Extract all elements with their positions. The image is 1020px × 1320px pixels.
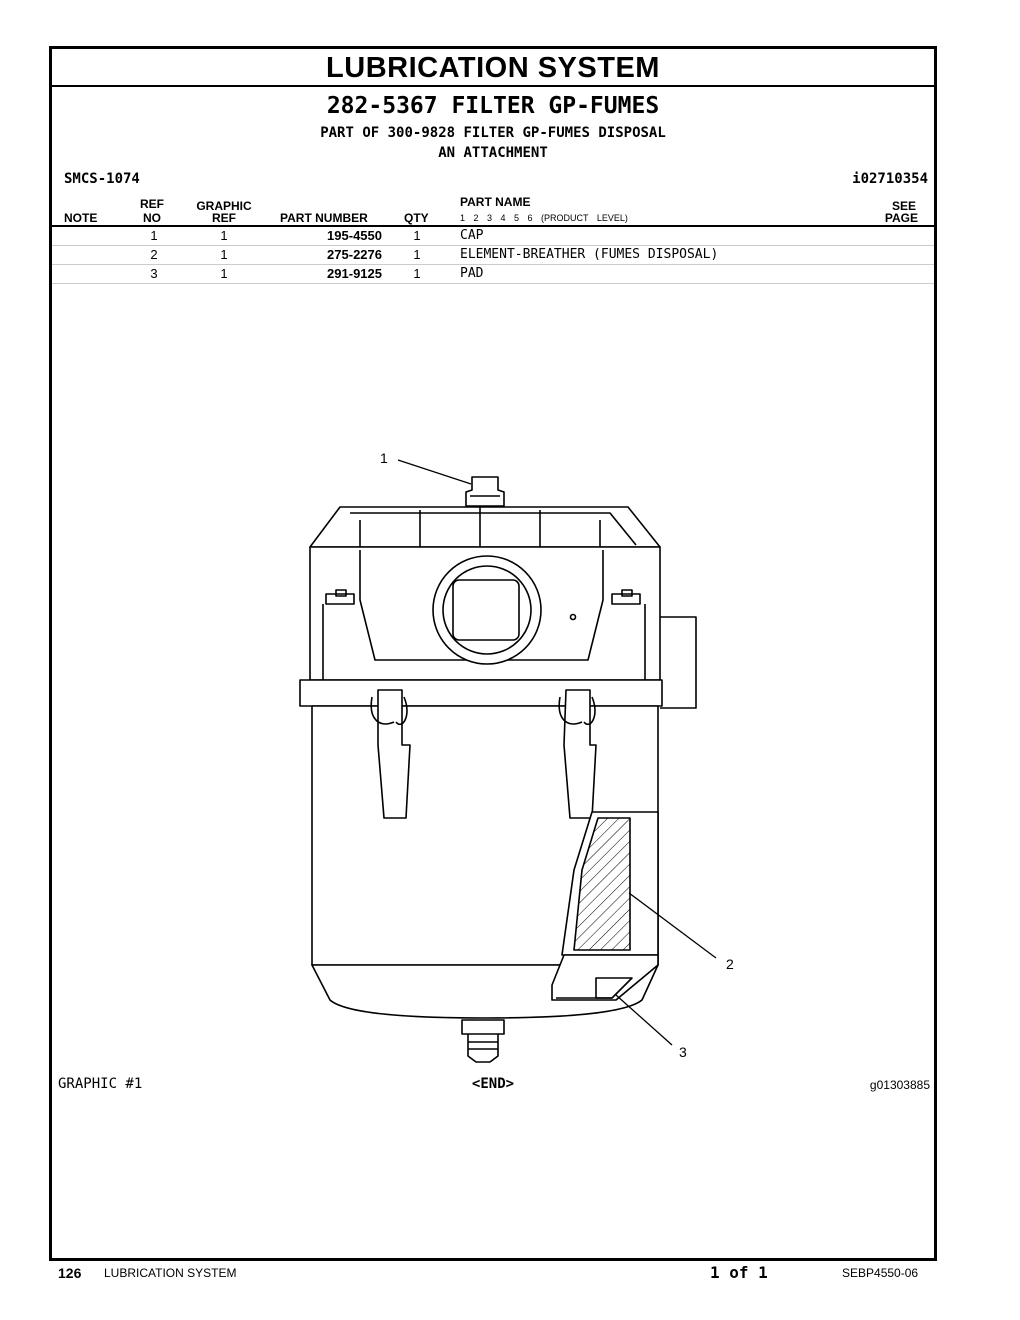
- section-title: LUBRICATION SYSTEM: [52, 49, 934, 87]
- graphic-label: GRAPHIC #1: [58, 1076, 143, 1092]
- cell-ref: 3: [150, 266, 158, 281]
- cap-part: [465, 476, 505, 507]
- header-product-levels: 1 2 3 4 5 6 (PRODUCT LEVEL): [460, 213, 628, 223]
- header-part-number: PART NUMBER: [280, 211, 368, 225]
- header-part-name: PART NAME: [460, 195, 531, 209]
- table-row: 1 1 195-4550 1 CAP: [52, 227, 934, 246]
- footer-doc-id: SEBP4550-06: [842, 1266, 919, 1280]
- callout-2: 2: [726, 956, 734, 972]
- footer-page-of: 1 of 1: [710, 1263, 768, 1282]
- header-ref-top: REF: [140, 197, 164, 211]
- parts-table-header: NOTE REF NO GRAPHIC REF PART NUMBER QTY …: [52, 195, 934, 227]
- callout-3: 3: [679, 1044, 687, 1060]
- cell-part-number: 291-9125: [327, 266, 382, 281]
- header-see-bottom: PAGE: [884, 211, 918, 225]
- header-qty: QTY: [404, 211, 429, 225]
- end-label: <END>: [471, 1076, 515, 1092]
- footer-section: LUBRICATION SYSTEM: [104, 1266, 237, 1280]
- group-subtitle-1: PART OF 300-9828 FILTER GP-FUMES DISPOSA…: [320, 125, 666, 141]
- table-row: 3 1 291-9125 1 PAD: [52, 265, 934, 284]
- header-note: NOTE: [64, 211, 98, 225]
- footer-page-number: 126: [58, 1265, 82, 1281]
- header-graphic-bottom: REF: [212, 211, 236, 225]
- cell-qty: 1: [413, 266, 421, 281]
- cell-part-name: ELEMENT-BREATHER (FUMES DISPOSAL): [460, 247, 719, 262]
- callout-1: 1: [380, 450, 388, 466]
- page-frame: LUBRICATION SYSTEM 282-5367 FILTER GP-FU…: [49, 46, 937, 1261]
- leader-1: [397, 459, 472, 485]
- cell-part-number: 275-2276: [327, 247, 382, 262]
- smcs-code: SMCS-1074: [64, 171, 140, 187]
- header-see-top: SEE: [891, 199, 916, 213]
- leader-3: [615, 994, 673, 1046]
- graphic-id: g01303885: [869, 1078, 930, 1092]
- header-ref-bottom: NO: [143, 211, 161, 225]
- group-title: 282-5367 FILTER GP-FUMES: [326, 93, 660, 119]
- table-row: 2 1 275-2276 1 ELEMENT-BREATHER (FUMES D…: [52, 246, 934, 265]
- header-graphic-top: GRAPHIC: [196, 199, 252, 213]
- cell-qty: 1: [413, 228, 421, 243]
- cell-graphic: 1: [220, 247, 228, 262]
- cell-ref: 2: [150, 247, 158, 262]
- cell-graphic: 1: [220, 228, 228, 243]
- cell-part-number: 195-4550: [327, 228, 382, 243]
- leader-2: [628, 892, 717, 959]
- cell-qty: 1: [413, 247, 421, 262]
- illustration-id: i02710354: [852, 171, 928, 187]
- cell-graphic: 1: [220, 266, 228, 281]
- cell-ref: 1: [150, 228, 158, 243]
- group-subtitle-2: AN ATTACHMENT: [438, 145, 548, 161]
- cell-part-name: CAP: [460, 228, 484, 243]
- cell-part-name: PAD: [460, 266, 484, 281]
